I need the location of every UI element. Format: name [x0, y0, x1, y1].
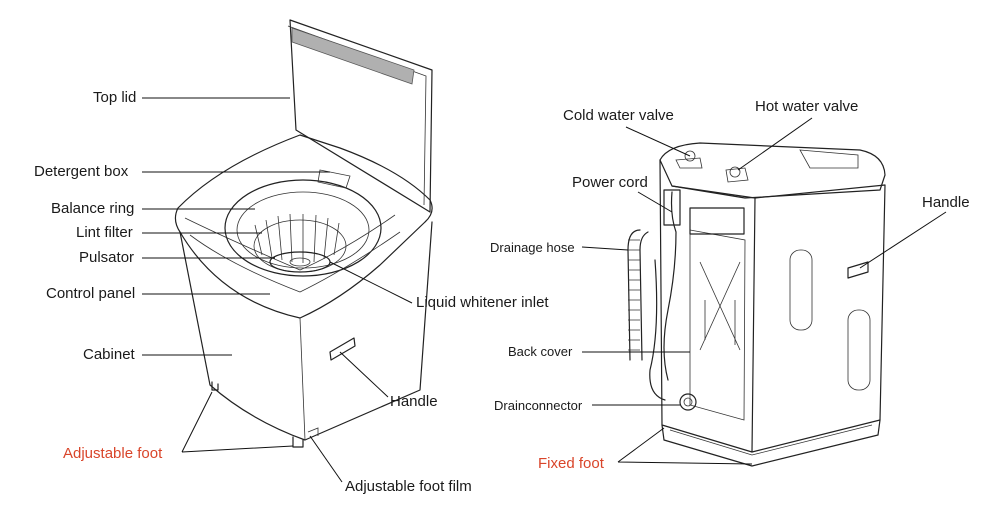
front-washer: [174, 19, 433, 448]
label-pulsator: Pulsator: [79, 249, 135, 266]
rear-washer: [627, 142, 886, 467]
label-power-cord: Power cord: [572, 174, 648, 191]
label-drainage-hose: Drainage hose: [490, 240, 575, 255]
label-fixed-foot: Fixed foot: [538, 455, 604, 472]
top-lid: [289, 19, 433, 213]
label-cabinet: Cabinet: [83, 346, 135, 363]
label-back-cover: Back cover: [508, 344, 573, 359]
label-adjustable-foot-film: Adjustable foot film: [345, 478, 472, 495]
label-liquid-whitener-inlet: Liquid whitener inlet: [416, 294, 549, 311]
label-handle-front: Handle: [390, 393, 438, 410]
lid-strip: [291, 27, 415, 85]
label-detergent-box: Detergent box: [34, 163, 129, 180]
leader-lines: [142, 97, 947, 483]
label-cold-water-valve: Cold water valve: [563, 107, 674, 124]
label-balance-ring: Balance ring: [51, 200, 135, 217]
drainage-hose: [627, 229, 649, 361]
label-control-panel: Control panel: [46, 285, 136, 302]
label-lint-filter: Lint filter: [76, 224, 133, 241]
power-cord: [663, 191, 677, 381]
label-hot-water-valve: Hot water valve: [755, 98, 859, 115]
label-adjustable-foot: Adjustable foot: [63, 445, 163, 462]
label-top-lid: Top lid: [93, 89, 137, 106]
label-handle-rear: Handle: [922, 194, 970, 211]
label-drain-connector: Drainconnector: [494, 398, 583, 413]
